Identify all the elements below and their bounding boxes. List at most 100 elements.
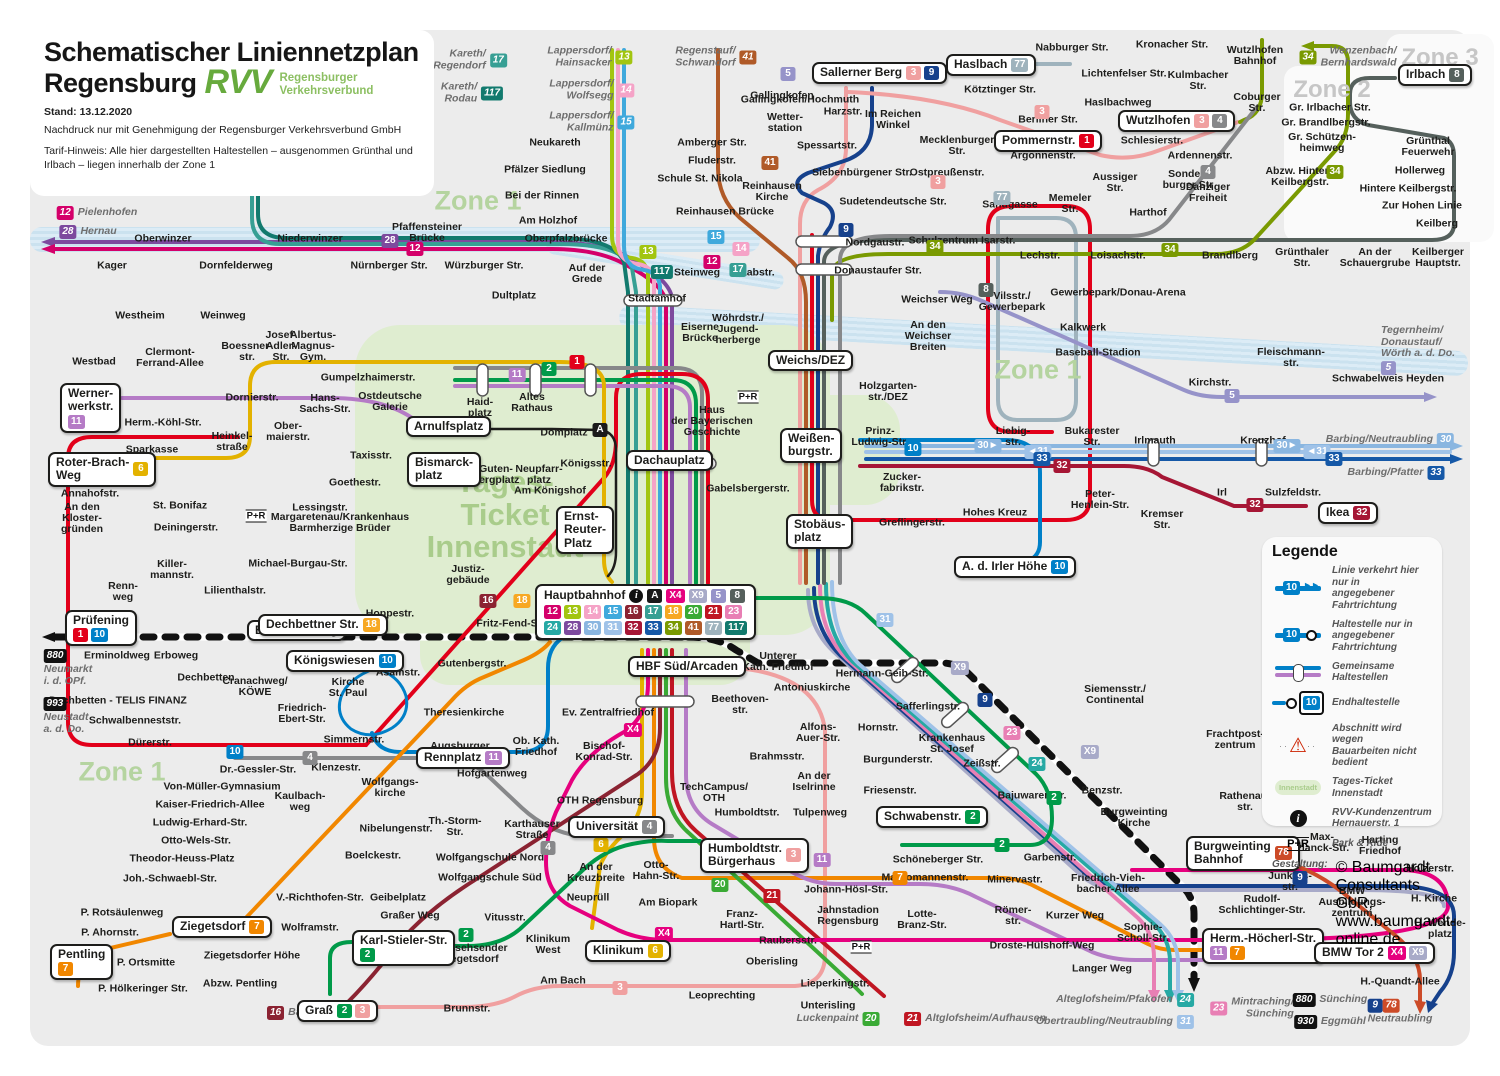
terminus-box[interactable]: Ernst- Reuter- Platz — [556, 506, 615, 555]
terminus-box[interactable]: Weichs/DEZ — [768, 350, 854, 372]
destination-text: Tegernheim/ Donaustauf/ Wörth a. d. Do. — [1380, 324, 1456, 360]
line-badge-4: 4 — [302, 750, 318, 765]
station-label: H. Kirche — [1410, 892, 1458, 905]
line-badge-28: 28 — [59, 225, 77, 239]
station-label: Kötztinger Str. — [964, 83, 1036, 96]
line-badge-16: 16 — [624, 605, 642, 619]
line-number-marker: 30► — [974, 437, 1002, 455]
terminus-box[interactable]: Schwabenstr.2 — [876, 806, 989, 828]
line-badge-15: 15 — [707, 229, 725, 244]
station-label: Burgweinting Kirche — [1100, 805, 1168, 829]
legend-item-label: Endhaltestelle — [1332, 697, 1400, 709]
legend-item-label: Abschnitt wird wegen Bauarbeiten nicht b… — [1332, 722, 1417, 769]
line-badge-4: 4 — [540, 840, 556, 855]
station-label: Prinz- Ludwig-Str. — [851, 424, 909, 448]
station-label: Hofgartenweg — [456, 767, 528, 780]
terminus-box[interactable]: HBF Süd/Arcaden — [628, 656, 747, 678]
line-badge-18: 18 — [362, 618, 380, 632]
line-badge-11: 11 — [68, 414, 85, 429]
station-label: Schulzentrum Isarstr. — [908, 234, 1016, 247]
line-number-marker: 3 — [930, 173, 946, 191]
terminus-box[interactable]: Stobäus- platz — [786, 514, 854, 549]
station-label: Ober- maierstr. — [266, 419, 310, 443]
terminus-box[interactable]: Dechbettner Str.18 — [258, 614, 388, 636]
map-copyright: Nachdruck nur mit Genehmigung der Regens… — [44, 124, 402, 137]
station-label: Wolfgangs- kirche — [361, 775, 419, 799]
line-badge-10: 10 — [904, 441, 922, 456]
station-label: Nordgaustr. — [845, 236, 905, 249]
station-label: P. Ortsmitte — [116, 956, 176, 969]
station-label: Hornstr. — [857, 721, 899, 734]
station-label: Altes Rathaus — [511, 390, 553, 414]
line-number-marker: 9 — [838, 221, 854, 239]
station-label: Taxisstr. — [350, 449, 392, 462]
line-badge-X9: X9 — [1409, 946, 1428, 960]
terminus-box[interactable]: Karl-Stieler-Str.2 — [352, 930, 456, 967]
destination-text: Kareth/ Rodau — [440, 80, 478, 104]
station-label: Simmernstr. — [323, 733, 385, 746]
line-badge-A: A — [647, 589, 663, 603]
legend-item-label: Linie verkehrt hier nur in angegebener F… — [1332, 565, 1419, 611]
line-15 — [622, 48, 662, 585]
station-label: Stadtamhof — [628, 292, 686, 305]
station-label: Irl — [1217, 486, 1227, 499]
line-11-south — [684, 648, 1204, 962]
line-number-marker: 2 — [541, 360, 557, 378]
terminus-box[interactable]: Werner- werkstr.11 — [60, 383, 122, 433]
line-badge-17: 17 — [644, 605, 662, 619]
station-label: Greflingerstr. — [879, 516, 945, 529]
station-label: Coburger Str. — [1233, 90, 1281, 114]
terminus-label: Pentling — [58, 947, 106, 961]
line-badge-4: 4 — [642, 820, 658, 834]
terminus-box[interactable]: Arnulfsplatz — [406, 416, 492, 438]
station-label: Deiningerstr. — [153, 521, 219, 534]
station-label: Würzburger Str. — [444, 259, 524, 272]
line-24 — [824, 582, 1172, 992]
terminus-box[interactable]: Bismarck- platz — [407, 452, 482, 487]
line-number-marker: 2 — [1046, 789, 1062, 807]
terminus-box[interactable]: Weißen- burgstr. — [780, 428, 843, 463]
line-badge-12: 12 — [703, 254, 721, 269]
station-label: Siebenbürgener Str. — [812, 166, 912, 179]
station-label: TechCampus/ OTH — [679, 780, 749, 804]
line-badge-2: 2 — [541, 361, 557, 376]
terminus-box[interactable]: Pommernstr.1 — [994, 130, 1103, 152]
station-label: Haid- platz — [466, 395, 494, 419]
line-number-marker: 9 — [977, 691, 993, 709]
line-badge-14: 14 — [617, 83, 635, 97]
line-number-marker: 10 — [226, 743, 244, 761]
station-label: Tulpenweg — [792, 806, 848, 819]
line-number-marker: ◄31 — [1303, 443, 1331, 461]
line-11-corridor — [453, 384, 692, 585]
station-label: Klenzestr. — [311, 761, 361, 774]
line-badge-880: 880 — [1292, 993, 1316, 1007]
station-label: Loisachstr. — [1090, 249, 1146, 262]
line-9-south — [812, 586, 1456, 1006]
line-2-southeast — [748, 596, 1054, 847]
terminus-label: Dachauplatz — [634, 453, 705, 467]
station-label: Ev. Zentralfriedhof — [562, 706, 654, 719]
station-label: Abzw. Hintere Keilbergstr. — [1265, 164, 1335, 188]
terminus-box[interactable]: Dachauplatz — [626, 450, 713, 472]
